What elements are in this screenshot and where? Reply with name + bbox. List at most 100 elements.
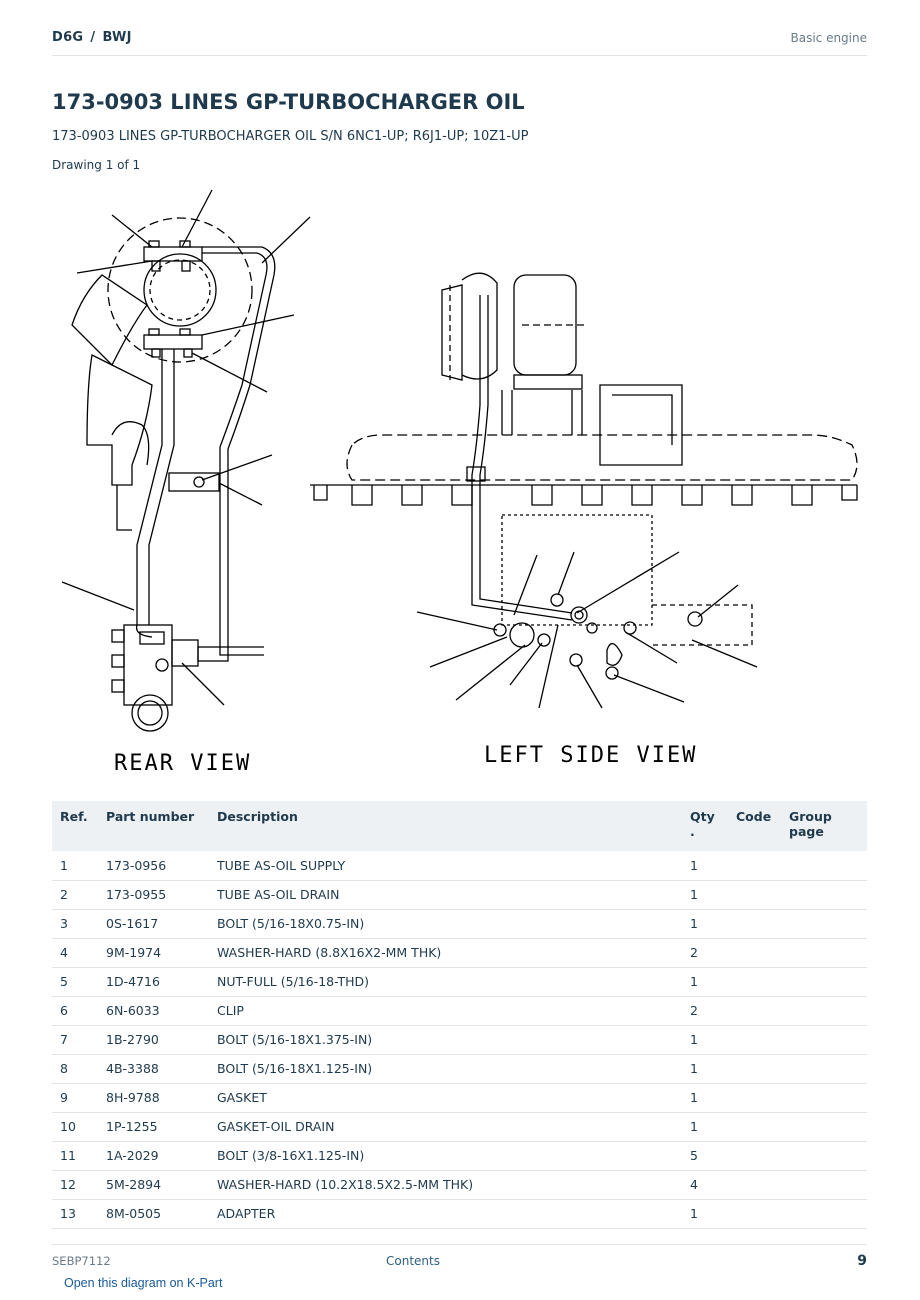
cell-part-number[interactable]: 5M-2894 xyxy=(98,1170,209,1200)
cell-code xyxy=(728,996,781,1026)
col-code: Code xyxy=(728,801,781,851)
cell-code xyxy=(728,1025,781,1055)
breadcrumb-model[interactable]: D6G xyxy=(52,30,84,45)
cell-ref: 12 xyxy=(52,1170,98,1200)
cell-part-number[interactable]: 6N-6033 xyxy=(98,996,209,1026)
cell-description: BOLT (3/8-16X1.125-IN) xyxy=(209,1141,682,1171)
page-footer: SEBP7112 Contents 9 xyxy=(52,1244,867,1274)
cell-code xyxy=(728,967,781,997)
cell-qty: 5 xyxy=(682,1141,728,1171)
parts-diagram[interactable]: REAR VIEW LEFT SIDE VIEW xyxy=(52,185,867,785)
rear-view-drawing xyxy=(61,189,311,732)
cell-group-page xyxy=(781,1170,867,1200)
cell-part-number[interactable]: 0S-1617 xyxy=(98,909,209,939)
cell-ref: 1 xyxy=(52,851,98,881)
cell-description: TUBE AS-OIL DRAIN xyxy=(209,880,682,910)
cell-description: TUBE AS-OIL SUPPLY xyxy=(209,851,682,881)
cell-code xyxy=(728,1141,781,1171)
col-part-number: Part number xyxy=(98,801,209,851)
cell-code xyxy=(728,1199,781,1229)
cell-code xyxy=(728,1054,781,1084)
cell-ref: 3 xyxy=(52,909,98,939)
cell-group-page xyxy=(781,996,867,1026)
cell-ref: 7 xyxy=(52,1025,98,1055)
cell-description: BOLT (5/16-18X0.75-IN) xyxy=(209,909,682,939)
cell-ref: 9 xyxy=(52,1083,98,1113)
cell-qty: 1 xyxy=(682,967,728,997)
cell-part-number[interactable]: 8H-9788 xyxy=(98,1083,209,1113)
document-id: SEBP7112 xyxy=(52,1254,111,1268)
cell-code xyxy=(728,938,781,968)
cell-ref: 2 xyxy=(52,880,98,910)
cell-part-number[interactable]: 173-0956 xyxy=(98,851,209,881)
cell-qty: 1 xyxy=(682,880,728,910)
col-qty: Qty . xyxy=(682,801,728,851)
breadcrumb-serial-prefix[interactable]: BWJ xyxy=(102,30,132,45)
cell-description: WASHER-HARD (10.2X18.5X2.5-MM THK) xyxy=(209,1170,682,1200)
cell-part-number[interactable]: 173-0955 xyxy=(98,880,209,910)
cell-part-number[interactable]: 1D-4716 xyxy=(98,967,209,997)
cell-description: GASKET-OIL DRAIN xyxy=(209,1112,682,1142)
cell-code xyxy=(728,1083,781,1113)
cell-group-page xyxy=(781,1199,867,1229)
breadcrumb: D6G / BWJ xyxy=(52,30,132,45)
cell-ref: 5 xyxy=(52,967,98,997)
cell-ref: 6 xyxy=(52,996,98,1026)
cell-description: BOLT (5/16-18X1.125-IN) xyxy=(209,1054,682,1084)
cell-qty: 1 xyxy=(682,1025,728,1055)
cell-code xyxy=(728,880,781,910)
cell-part-number[interactable]: 8M-0505 xyxy=(98,1199,209,1229)
cell-ref: 13 xyxy=(52,1199,98,1229)
page-header: D6G / BWJ Basic engine xyxy=(52,28,867,56)
parts-table-header: Ref. Part number Description Qty . Code … xyxy=(52,801,867,851)
cell-part-number[interactable]: 1P-1255 xyxy=(98,1112,209,1142)
cell-ref: 11 xyxy=(52,1141,98,1171)
cell-description: WASHER-HARD (8.8X16X2-MM THK) xyxy=(209,938,682,968)
breadcrumb-separator: / xyxy=(90,30,96,45)
cell-qty: 1 xyxy=(682,851,728,881)
cell-part-number[interactable]: 9M-1974 xyxy=(98,938,209,968)
cell-qty: 1 xyxy=(682,1083,728,1113)
cell-group-page xyxy=(781,1112,867,1142)
section-name: Basic engine xyxy=(790,31,867,45)
cell-code xyxy=(728,909,781,939)
cell-group-page xyxy=(781,909,867,939)
cell-qty: 1 xyxy=(682,909,728,939)
cell-qty: 1 xyxy=(682,1054,728,1084)
cell-part-number[interactable]: 4B-3388 xyxy=(98,1054,209,1084)
cell-description: CLIP xyxy=(209,996,682,1026)
cell-code xyxy=(728,851,781,881)
contents-link[interactable]: Contents xyxy=(386,1254,440,1268)
cell-group-page xyxy=(781,1083,867,1113)
page-subtitle: 173-0903 LINES GP-TURBOCHARGER OIL S/N 6… xyxy=(52,129,529,144)
cell-part-number[interactable]: 1B-2790 xyxy=(98,1025,209,1055)
cell-part-number[interactable]: 1A-2029 xyxy=(98,1141,209,1171)
kpart-link[interactable]: Open this diagram on K-Part xyxy=(64,1276,223,1290)
cell-qty: 2 xyxy=(682,938,728,968)
cell-qty: 1 xyxy=(682,1112,728,1142)
left-side-view-drawing xyxy=(310,272,858,709)
drawing-counter: Drawing 1 of 1 xyxy=(52,158,141,172)
col-ref: Ref. xyxy=(52,801,98,851)
cell-qty: 4 xyxy=(682,1170,728,1200)
cell-ref: 4 xyxy=(52,938,98,968)
cell-group-page xyxy=(781,1025,867,1055)
cell-qty: 1 xyxy=(682,1199,728,1229)
cell-description: BOLT (5/16-18X1.375-IN) xyxy=(209,1025,682,1055)
cell-code xyxy=(728,1112,781,1142)
cell-description: NUT-FULL (5/16-18-THD) xyxy=(209,967,682,997)
cell-qty: 2 xyxy=(682,996,728,1026)
page-number: 9 xyxy=(857,1253,867,1269)
left-side-view-label: LEFT SIDE VIEW xyxy=(484,743,697,768)
